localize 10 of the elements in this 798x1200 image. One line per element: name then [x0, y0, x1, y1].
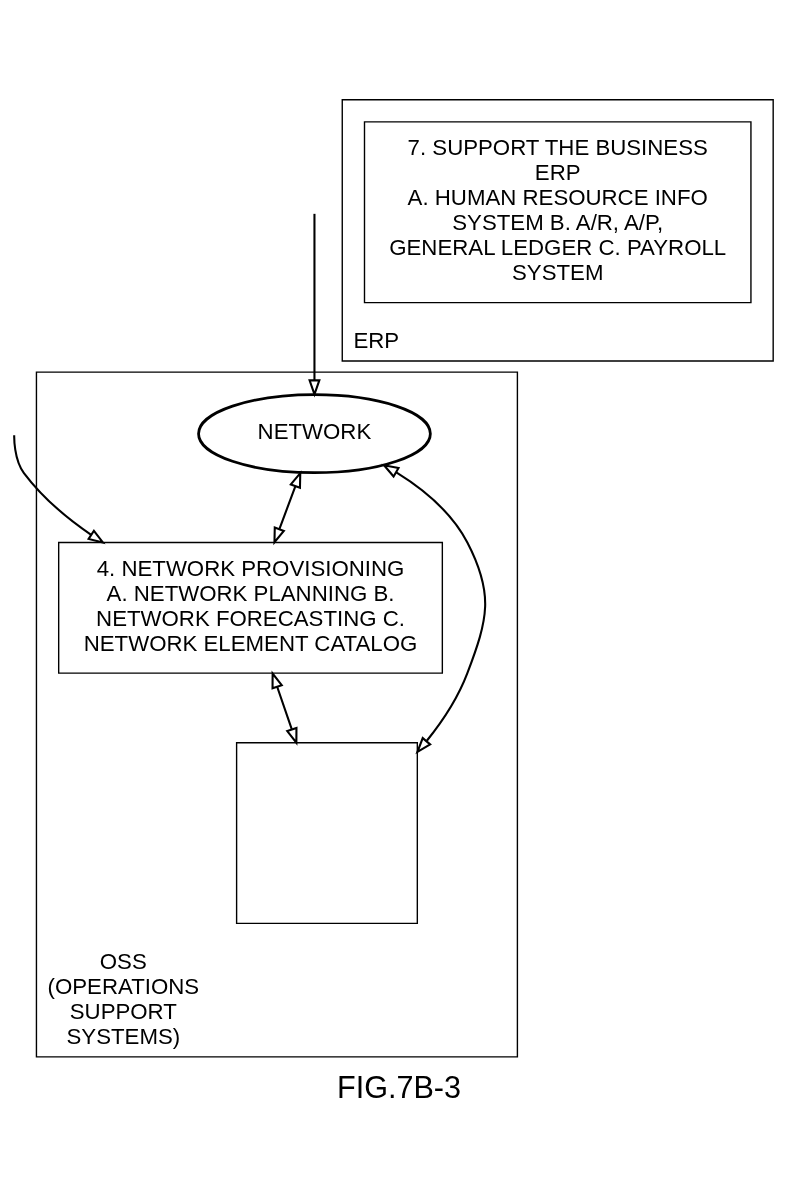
arrow — [273, 469, 302, 545]
arrow — [308, 213, 321, 397]
arrow — [13, 434, 106, 544]
caption: FIG.7B-3 — [336, 1069, 462, 1104]
node-ellipse: NETWORK — [197, 392, 432, 474]
node-box: 7. SUPPORT THE BUSINESS ERP A. HUMAN RESOURCE INFO SYSTEM B. A/R, A/P, GENERAL LEDGER C. PAYROLL SYSTEM — [363, 120, 752, 303]
node-box: 4. NETWORK PROVISIONING A. NETWORK PLANNING B. NETWORK FORECASTING C. NETWORK ELEMENT CATALOG — [58, 541, 444, 674]
node-box — [235, 741, 418, 924]
arrow — [271, 670, 298, 746]
arrow — [381, 463, 487, 754]
